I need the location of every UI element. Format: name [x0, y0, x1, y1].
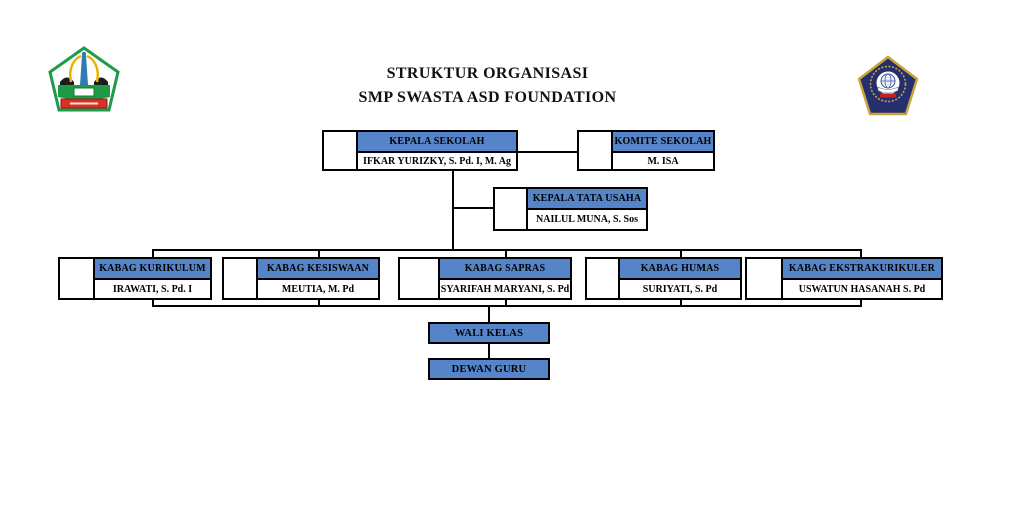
- connector-wali-dewan: [488, 344, 490, 358]
- page-title-line1: STRUKTUR ORGANISASI: [386, 65, 589, 82]
- box-name: IFKAR YURIZKY, S. Pd. I, M. Ag: [358, 153, 516, 169]
- box-title: KEPALA SEKOLAH: [358, 132, 516, 153]
- box-title: KABAG SAPRAS: [440, 259, 570, 280]
- photo-placeholder: [60, 259, 95, 298]
- photo-placeholder: [495, 189, 528, 229]
- connector-wali-kelas-drop: [488, 305, 490, 322]
- box-name: M. ISA: [613, 153, 713, 169]
- photo-placeholder: [224, 259, 258, 298]
- connector-stub: [152, 299, 154, 307]
- connector-kabag-top-rail: [152, 249, 862, 251]
- box-name: USWATUN HASANAH S. Pd: [783, 280, 941, 298]
- org-box-kabag-kesiswaan: KABAG KESISWAAN MEUTIA, M. Pd: [222, 257, 380, 300]
- photo-placeholder: [400, 259, 440, 298]
- box-title: KEPALA TATA USAHA: [528, 189, 646, 210]
- org-box-komite-sekolah: KOMITE SEKOLAH M. ISA: [577, 130, 715, 171]
- connector-stub: [860, 299, 862, 307]
- box-title: KABAG EKSTRAKURIKULER: [783, 259, 941, 280]
- box-title: KABAG KESISWAAN: [258, 259, 378, 280]
- box-name: NAILUL MUNA, S. Sos: [528, 210, 646, 229]
- org-box-kabag-kurikulum: KABAG KURIKULUM IRAWATI, S. Pd. I: [58, 257, 212, 300]
- org-box-wali-kelas: WALI KELAS: [428, 322, 550, 344]
- box-title: KABAG KURIKULUM: [95, 259, 210, 280]
- connector-stub: [505, 299, 507, 307]
- photo-placeholder: [587, 259, 620, 298]
- page-title-line2: SMP SWASTA ASD FOUNDATION: [358, 89, 617, 106]
- connector-stub: [318, 299, 320, 307]
- connector-stub: [680, 299, 682, 307]
- connector-stub: [505, 251, 507, 257]
- regency-emblem-icon: [48, 46, 120, 119]
- org-box-dewan-guru: DEWAN GURU: [428, 358, 550, 380]
- box-name: MEUTIA, M. Pd: [258, 280, 378, 298]
- org-box-kepala-tata-usaha: KEPALA TATA USAHA NAILUL MUNA, S. Sos: [493, 187, 648, 231]
- org-box-kabag-sapras: KABAG SAPRAS SYARIFAH MARYANI, S. Pd: [398, 257, 572, 300]
- connector-stub: [860, 251, 862, 257]
- connector-tata-usaha-stub: [453, 207, 493, 209]
- connector-kabag-bottom-rail: [152, 305, 862, 307]
- org-box-kepala-sekolah: KEPALA SEKOLAH IFKAR YURIZKY, S. Pd. I, …: [322, 130, 518, 171]
- connector-kepala-down: [452, 171, 454, 251]
- school-foundation-emblem-icon: [857, 55, 919, 121]
- box-title: KOMITE SEKOLAH: [613, 132, 713, 153]
- connector-kepala-komite: [518, 151, 577, 153]
- box-name: SURIYATI, S. Pd: [620, 280, 740, 298]
- photo-placeholder: [747, 259, 783, 298]
- org-box-kabag-ekstrakurikuler: KABAG EKSTRAKURIKULER USWATUN HASANAH S.…: [745, 257, 943, 300]
- connector-stub: [318, 251, 320, 257]
- org-box-kabag-humas: KABAG HUMAS SURIYATI, S. Pd: [585, 257, 742, 300]
- box-name: SYARIFAH MARYANI, S. Pd: [440, 280, 570, 298]
- connector-stub: [680, 251, 682, 257]
- page-title: STRUKTUR ORGANISASI SMP SWASTA ASD FOUND…: [0, 62, 975, 110]
- photo-placeholder: [579, 132, 613, 169]
- connector-stub: [152, 251, 154, 257]
- photo-placeholder: [324, 132, 358, 169]
- box-title: KABAG HUMAS: [620, 259, 740, 280]
- box-name: IRAWATI, S. Pd. I: [95, 280, 210, 298]
